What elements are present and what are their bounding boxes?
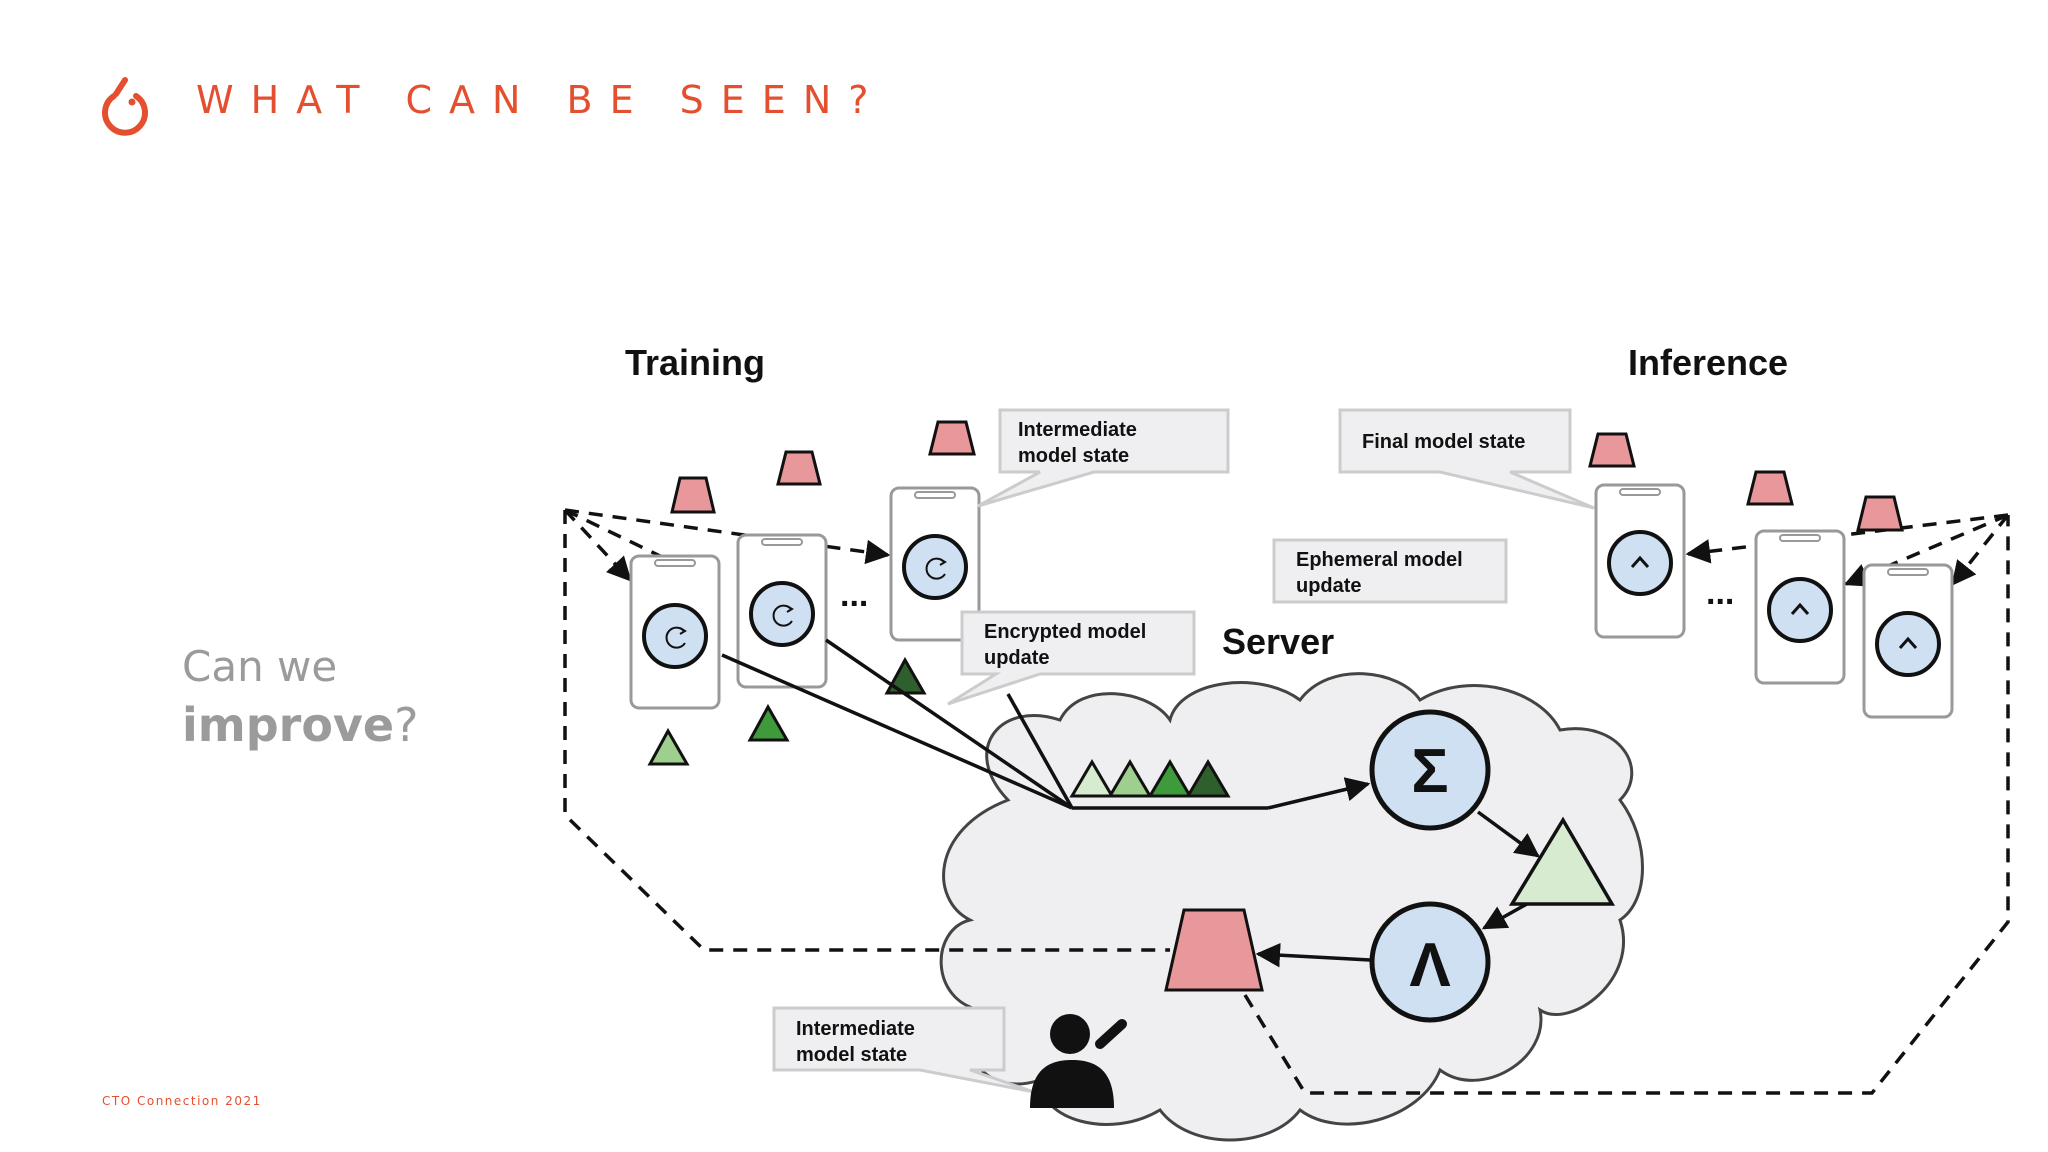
page-title: WHAT CAN BE SEEN? <box>196 78 886 122</box>
sum-symbol: Σ <box>1411 737 1448 806</box>
model-state-trapezoids <box>670 420 1904 992</box>
training-ellipsis: ... <box>840 576 868 614</box>
callout-ephemeral: Ephemeral model update <box>1272 538 1508 604</box>
chevron-up-icon <box>1898 636 1918 649</box>
svg-text:Intermediate: Intermediate <box>1018 419 1137 441</box>
svg-text:model state: model state <box>796 1044 907 1066</box>
update-lines <box>721 638 1268 810</box>
svg-text:model state: model state <box>1018 445 1129 467</box>
update-triangles <box>647 656 927 766</box>
side-question-bold: improve <box>182 698 395 752</box>
callout-intermediate-top: Intermediate model state <box>977 408 1230 508</box>
footer-text: CTO Connection 2021 <box>102 1094 262 1108</box>
training-label: Training <box>625 342 765 383</box>
training-phones <box>629 486 981 710</box>
svg-text:Intermediate: Intermediate <box>796 1018 915 1040</box>
logo-icon <box>102 77 148 136</box>
inference-ellipsis: ... <box>1706 574 1734 612</box>
dashed-loop <box>563 510 2010 1095</box>
sum-node <box>1369 709 1491 831</box>
svg-text:Final model state: Final model state <box>1362 431 1525 453</box>
svg-text:update: update <box>1296 575 1362 597</box>
chevron-up-icon <box>1790 602 1810 615</box>
inference-label: Inference <box>1628 342 1788 383</box>
side-question: Can we improve? <box>182 638 419 754</box>
svg-text:Encrypted model: Encrypted model <box>984 621 1146 643</box>
refresh-icon <box>665 626 686 649</box>
callout-intermediate-bottom: Intermediate model state <box>772 1006 1035 1094</box>
side-question-suffix: ? <box>394 698 419 752</box>
svg-text:Ephemeral model: Ephemeral model <box>1296 549 1463 571</box>
result-triangle <box>1508 816 1616 906</box>
and-node <box>1369 901 1491 1023</box>
and-symbol: Λ <box>1409 931 1450 1000</box>
aggregated-triangles <box>1069 759 1231 798</box>
observer-person-icon <box>1030 1014 1114 1108</box>
side-question-line1: Can we <box>182 642 338 691</box>
refresh-icon <box>925 557 946 580</box>
refresh-icon <box>772 604 793 627</box>
callout-encrypted: Encrypted model update <box>947 610 1196 706</box>
pencil-icon <box>1095 1019 1127 1049</box>
inference-phones <box>1594 483 1954 719</box>
chevron-up-icon <box>1630 555 1650 568</box>
callout-final-state: Final model state <box>1338 408 1595 510</box>
server-label: Server <box>1222 621 1334 662</box>
svg-text:update: update <box>984 647 1050 669</box>
